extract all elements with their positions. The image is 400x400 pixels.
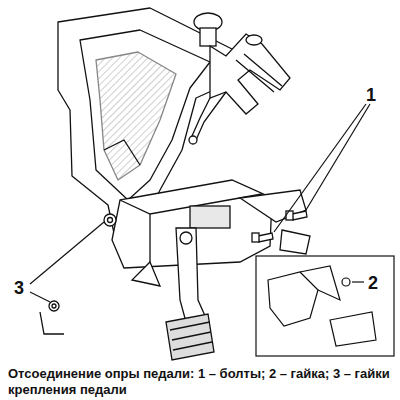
drawing-stroke bbox=[132, 262, 160, 286]
leader-lines bbox=[30, 104, 370, 302]
drawing-stroke bbox=[300, 266, 340, 300]
figure-caption: Отсоединение опры педали: 1 – болты; 2 –… bbox=[8, 366, 394, 398]
drawing-stroke bbox=[104, 140, 140, 165]
drawing-stroke bbox=[189, 136, 197, 144]
drawing-stroke bbox=[30, 222, 104, 284]
drawing-stroke bbox=[190, 206, 230, 228]
drawing-stroke bbox=[268, 272, 318, 326]
drawing-stroke bbox=[352, 281, 364, 282]
drawing-stroke bbox=[236, 54, 282, 92]
drawing-stroke bbox=[256, 256, 394, 356]
drawing-stroke bbox=[246, 35, 262, 45]
pedal-arm bbox=[166, 228, 214, 360]
callout-number: 3 bbox=[14, 279, 24, 297]
drawing-stroke bbox=[96, 52, 176, 180]
drawing-stroke bbox=[40, 312, 64, 334]
inset-frame bbox=[256, 256, 394, 356]
drawing-stroke bbox=[170, 322, 212, 350]
drawing-stroke bbox=[342, 278, 350, 286]
drawing-stroke bbox=[108, 218, 113, 223]
drawing-stroke bbox=[330, 312, 376, 346]
drawing-stroke bbox=[292, 211, 307, 220]
drawing-stroke bbox=[192, 98, 210, 136]
drawing-stroke bbox=[49, 301, 59, 311]
drawing-stroke bbox=[306, 104, 370, 210]
drawing-stroke bbox=[286, 211, 293, 220]
drawing-stroke bbox=[200, 28, 216, 46]
drawing-stroke bbox=[252, 233, 259, 242]
drawing-stroke bbox=[210, 34, 290, 114]
drawing-stroke bbox=[30, 292, 50, 302]
drawing-stroke bbox=[240, 190, 306, 222]
drawing-stroke bbox=[280, 230, 310, 254]
drawing-stroke bbox=[166, 314, 214, 360]
drawing-stroke bbox=[176, 228, 206, 322]
drawing-stroke bbox=[80, 30, 210, 200]
callout-number: 2 bbox=[368, 274, 378, 292]
drawing-stroke bbox=[258, 233, 273, 242]
drawing-stroke bbox=[104, 214, 116, 226]
master-cylinder bbox=[189, 13, 290, 144]
drawing-stroke bbox=[180, 232, 192, 244]
drawing-stroke bbox=[274, 104, 366, 232]
callout-number: 1 bbox=[366, 86, 376, 104]
drawing-stroke bbox=[52, 304, 56, 308]
